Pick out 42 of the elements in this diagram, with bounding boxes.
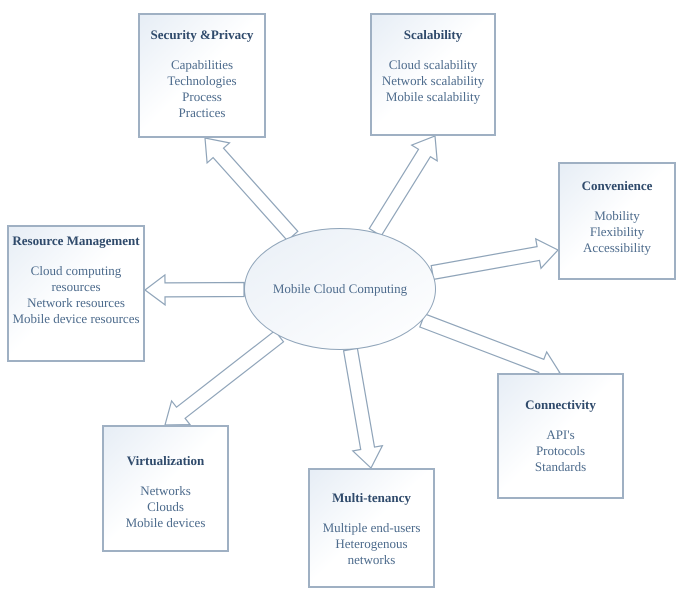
list-item: Mobile scalability bbox=[386, 89, 480, 105]
box-heading: Virtualization bbox=[126, 453, 204, 469]
list-item: Multiple end-users bbox=[322, 520, 420, 536]
block-arrow bbox=[430, 238, 559, 280]
list-item: Standards bbox=[534, 459, 586, 475]
list-item: Process bbox=[182, 89, 222, 105]
block-arrow bbox=[368, 135, 438, 237]
box-heading: Multi-tenancy bbox=[332, 490, 411, 506]
category-box bbox=[138, 13, 266, 138]
box-heading: Security &Privacy bbox=[150, 27, 254, 43]
list-item: Accessibility bbox=[583, 240, 651, 256]
list-item: Practices bbox=[178, 105, 226, 121]
list-item: Cloud scalability bbox=[388, 57, 478, 73]
block-arrow bbox=[164, 330, 284, 426]
box-heading: Convenience bbox=[582, 178, 652, 194]
list-item: Mobility bbox=[594, 208, 640, 224]
list-item: Protocols bbox=[536, 443, 586, 459]
category-box bbox=[370, 13, 496, 136]
ellipse-label: Mobile Cloud Computing bbox=[272, 281, 408, 297]
list-item: Network resources bbox=[27, 295, 125, 311]
block-arrow bbox=[204, 137, 299, 242]
category-box bbox=[558, 162, 676, 280]
box-heading: Scalability bbox=[404, 27, 462, 43]
list-item: Flexibility bbox=[590, 224, 644, 240]
category-box bbox=[308, 468, 435, 588]
box-heading: Connectivity bbox=[525, 397, 596, 413]
list-item: Mobile devices bbox=[126, 515, 206, 531]
block-arrow bbox=[144, 274, 245, 306]
block-arrow bbox=[342, 348, 384, 469]
list-item: Network scalability bbox=[382, 73, 484, 89]
category-box bbox=[497, 373, 624, 499]
category-box bbox=[7, 225, 145, 362]
box-heading: Resource Management bbox=[12, 233, 140, 249]
list-item: API's bbox=[546, 427, 575, 443]
list-item: Mobile device resources bbox=[12, 311, 140, 327]
list-item: Cloud computing resources bbox=[30, 263, 122, 295]
list-item: Technologies bbox=[167, 73, 237, 89]
list-item: Capabilities bbox=[170, 57, 234, 73]
list-item: Clouds bbox=[147, 499, 184, 515]
category-box bbox=[102, 425, 229, 552]
list-item: Heterogenous networks bbox=[334, 536, 409, 568]
list-item: Networks bbox=[140, 483, 191, 499]
